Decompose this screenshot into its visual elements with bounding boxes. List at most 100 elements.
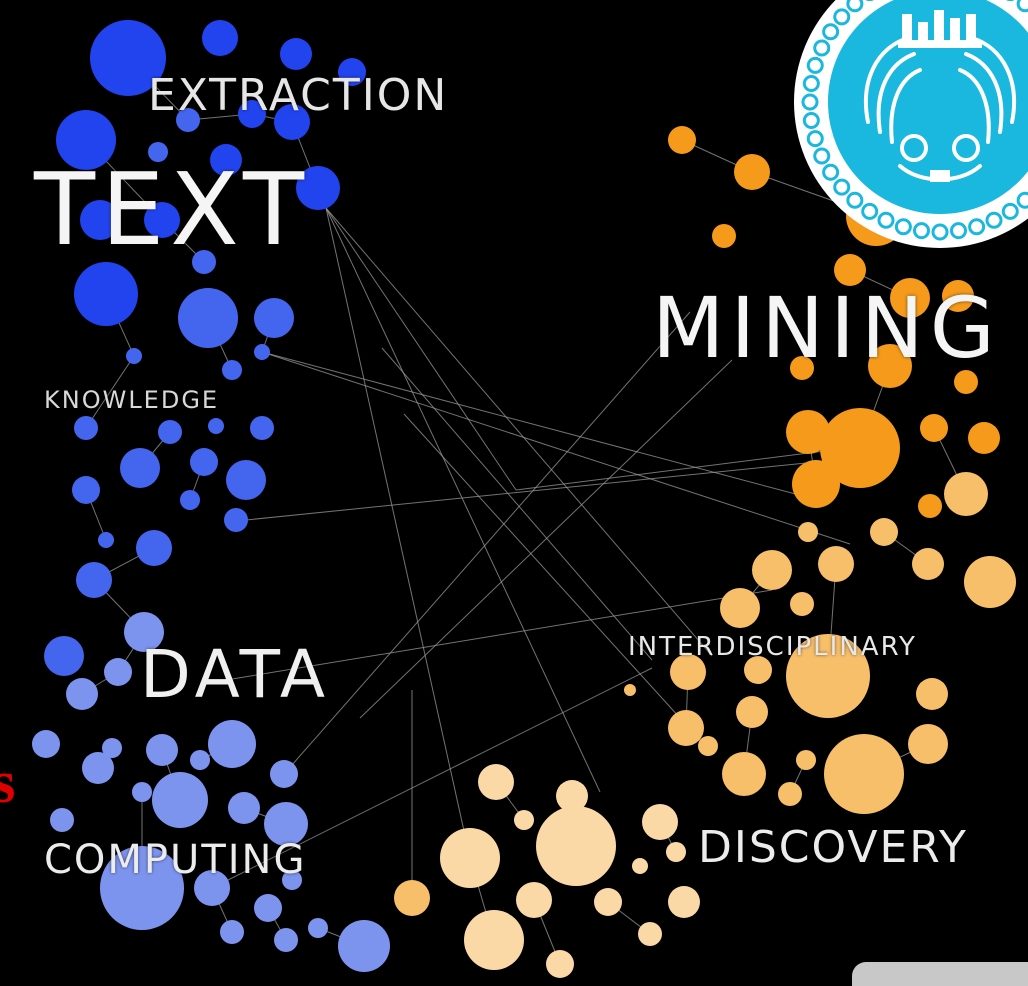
network-node (712, 224, 736, 248)
network-node (82, 752, 114, 784)
word-text: TEXT (34, 151, 311, 268)
network-node (120, 448, 160, 488)
word-discovery: DISCOVERY (698, 822, 968, 873)
network-node (136, 530, 172, 566)
network-node (148, 142, 168, 162)
network-node (32, 730, 60, 758)
network-node (786, 410, 830, 454)
network-edge (381, 347, 653, 661)
network-node (226, 460, 266, 500)
network-node (516, 882, 552, 918)
network-node (176, 108, 200, 132)
network-edge (225, 589, 773, 681)
network-edge (325, 207, 601, 793)
network-node (722, 752, 766, 796)
network-edge (325, 207, 471, 859)
network-node (790, 356, 814, 380)
word-interdisciplinary: INTERDISCIPLINARY (628, 632, 917, 662)
network-node (642, 804, 678, 840)
network-node (152, 772, 208, 828)
network-node (942, 280, 974, 312)
network-node (72, 476, 100, 504)
network-node (790, 592, 814, 616)
network-node (104, 658, 132, 686)
network-node (282, 870, 302, 890)
network-node (296, 166, 340, 210)
network-node (786, 634, 870, 718)
network-node (238, 100, 266, 128)
university-emblem-logo (794, 0, 1028, 248)
network-node (280, 38, 312, 70)
network-node (394, 880, 430, 916)
network-node (638, 922, 662, 946)
network-node (338, 58, 366, 86)
word-data: DATA (140, 636, 331, 713)
network-node (144, 202, 180, 238)
network-node (624, 684, 636, 696)
network-nodes (32, 20, 1016, 978)
word-extraction: EXTRACTION (148, 70, 449, 121)
network-node (720, 588, 760, 628)
network-node (670, 654, 706, 690)
network-node (824, 734, 904, 814)
network-node (536, 806, 616, 886)
network-node (666, 842, 686, 862)
network-node (920, 414, 948, 442)
network-edge (261, 351, 819, 501)
network-edge (515, 443, 881, 491)
network-node (338, 920, 390, 972)
network-node (308, 918, 328, 938)
network-node (868, 344, 912, 388)
network-node (208, 720, 256, 768)
grey-tab-corner (852, 962, 1028, 986)
network-edge (245, 461, 817, 521)
network-node (210, 144, 242, 176)
network-node (870, 518, 898, 546)
network-node (834, 254, 866, 286)
network-node (916, 678, 948, 710)
network-node (56, 110, 116, 170)
network-node (66, 678, 98, 710)
network-node (954, 370, 978, 394)
network-node (546, 950, 574, 978)
network-edge (283, 311, 691, 775)
network-edge (211, 667, 653, 889)
network-node (274, 928, 298, 952)
network-node (194, 870, 230, 906)
network-node (632, 858, 648, 874)
network-node (254, 298, 294, 338)
network-node (796, 750, 816, 770)
network-node (76, 562, 112, 598)
network-edge (261, 351, 851, 545)
network-node (820, 408, 900, 488)
word-knowledge: KNOWLEDGE (44, 386, 220, 414)
network-node (132, 782, 152, 802)
network-node (668, 126, 696, 154)
network-node (968, 422, 1000, 454)
network-node (778, 782, 802, 806)
network-node (744, 656, 772, 684)
network-node (798, 522, 818, 542)
network-node (100, 846, 184, 930)
network-node (792, 460, 840, 508)
network-edge (85, 355, 135, 429)
network-node (752, 550, 792, 590)
network-node (90, 20, 166, 96)
network-node (192, 250, 216, 274)
network-node (440, 828, 500, 888)
network-node (514, 810, 534, 830)
word-mining: MINING (652, 279, 1001, 377)
cut-off-red-letter: s (0, 749, 16, 815)
network-node (818, 546, 854, 582)
network-node (220, 920, 244, 944)
network-node (180, 490, 200, 510)
network-node (964, 556, 1016, 608)
network-node (98, 532, 114, 548)
network-node (908, 724, 948, 764)
network-node (944, 472, 988, 516)
network-node (74, 262, 138, 326)
network-node (890, 278, 930, 318)
network-node (734, 154, 770, 190)
network-node (478, 764, 514, 800)
